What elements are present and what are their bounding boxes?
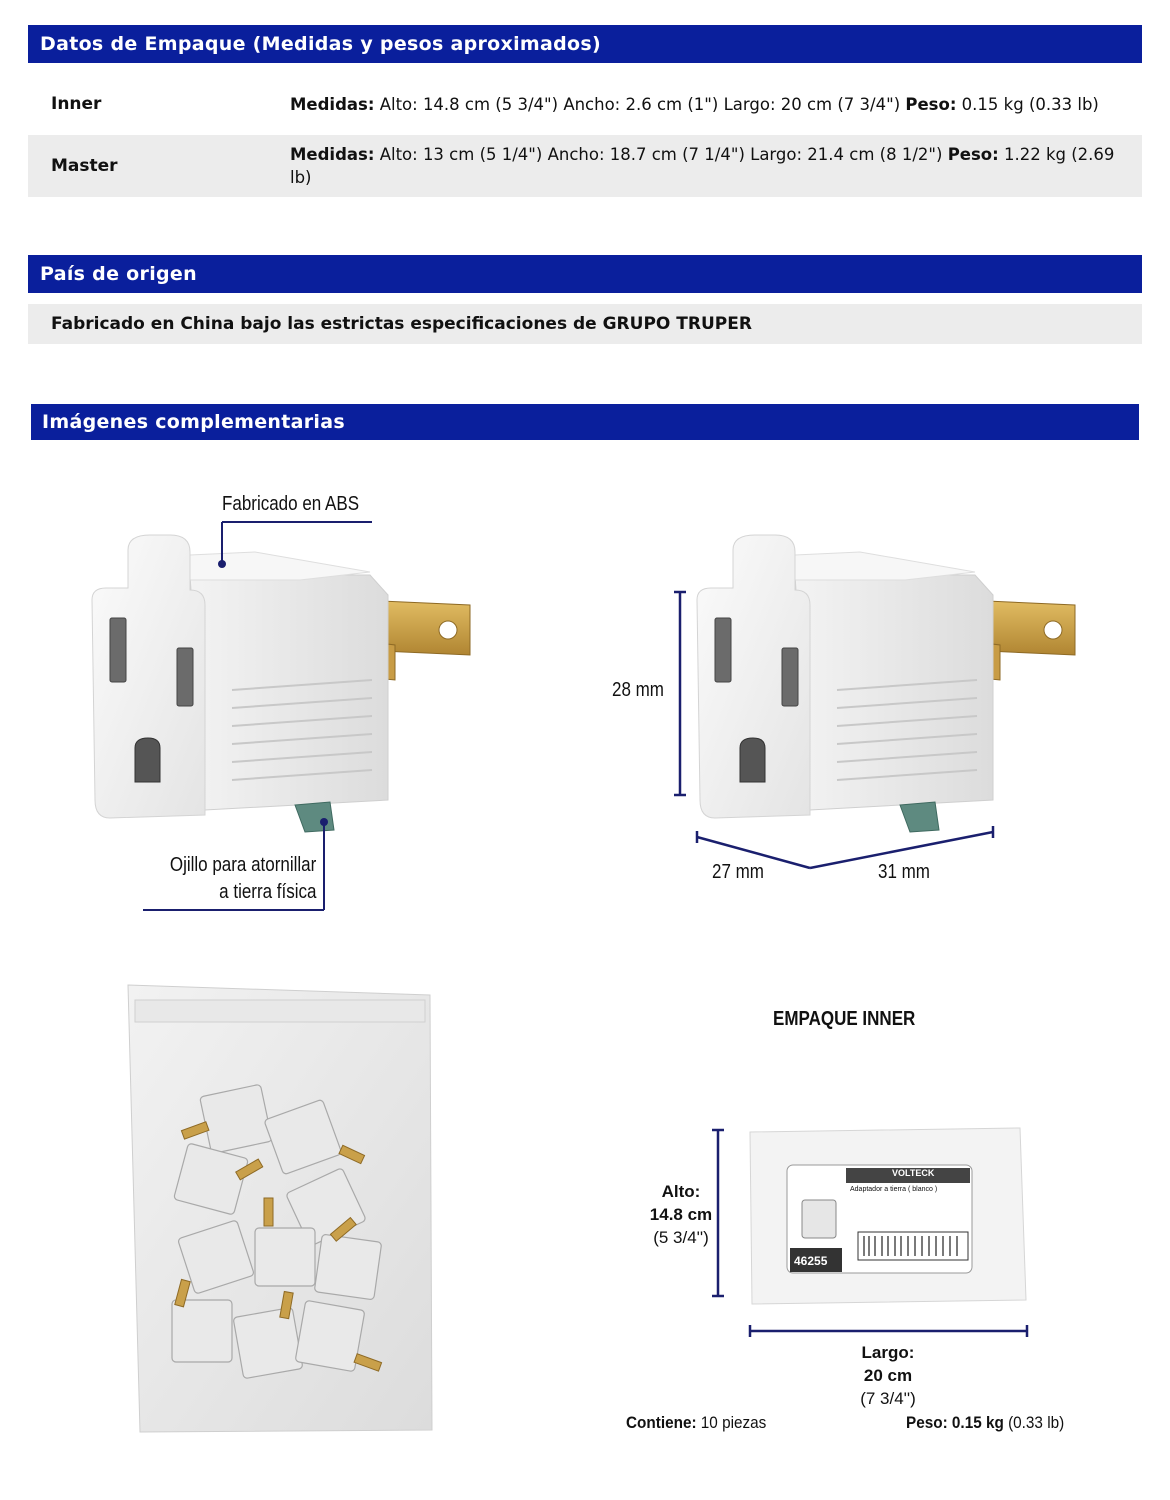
images-section-title: Imágenes complementarias	[42, 411, 345, 433]
alto-value: 14.8 cm	[649, 1205, 713, 1224]
alto-annotation: Alto: 14.8 cm (5 3/4'')	[640, 1180, 722, 1249]
peso-value: 0.15 kg	[951, 1413, 1004, 1432]
figure-adapter-dimensions	[674, 534, 1076, 870]
peso-label: Peso:	[947, 145, 999, 164]
ground-label-line2: a tierra física	[218, 881, 316, 903]
alto-inches: (5 3/4'')	[653, 1228, 709, 1247]
table-row-master: Master Medidas: Alto: 13 cm (5 1/4") Anc…	[28, 135, 1142, 197]
peso-extra: (0.33 lb)	[1003, 1413, 1065, 1432]
largo-value: 20 cm	[863, 1366, 913, 1385]
package-code: 46255	[794, 1254, 828, 1268]
origin-text: Fabricado en China bajo las estrictas es…	[28, 304, 1142, 344]
contiene-label: Contiene:	[626, 1413, 697, 1432]
origin-section-title: País de origen	[40, 263, 197, 285]
medidas-text: Alto: 14.8 cm (5 3/4") Ancho: 2.6 cm (1"…	[374, 94, 906, 114]
medidas-text: Alto: 13 cm (5 1/4") Ancho: 18.7 cm (7 1…	[374, 145, 948, 164]
package-brand: VOLTECK	[892, 1168, 935, 1178]
peso-text: 1.22 kg (2.69 lb)	[290, 145, 1115, 187]
alto-label: Alto:	[661, 1182, 701, 1201]
row-value-master: Medidas: Alto: 13 cm (5 1/4") Ancho: 18.…	[290, 143, 1142, 189]
largo-label: Largo:	[861, 1343, 915, 1362]
inner-package-title: EMPAQUE INNER	[773, 1008, 916, 1030]
largo-inches: (7 3/4'')	[860, 1389, 916, 1408]
table-row-inner: Inner Medidas: Alto: 14.8 cm (5 3/4") An…	[28, 73, 1142, 135]
packaging-section-title: Datos de Empaque (Medidas y pesos aproxi…	[40, 33, 601, 55]
material-label: Fabricado en ABS	[222, 493, 360, 515]
peso-label: Peso:	[905, 94, 957, 114]
peso-annotation: Peso: 0.15 kg (0.33 lb)	[906, 1413, 1064, 1433]
package-product: Adaptador a tierra ( blanco )	[850, 1186, 938, 1193]
row-label-master: Master	[51, 156, 118, 176]
figure-bag-of-adapters	[127, 984, 433, 1433]
peso-text: 0.15 kg (0.33 lb)	[956, 94, 1099, 114]
ground-label-line1: Ojillo para atornillar	[169, 854, 316, 876]
height-dimension-label: 28 mm	[612, 679, 664, 701]
packaging-section-header: Datos de Empaque (Medidas y pesos aproxi…	[28, 25, 1142, 63]
width-dimension-label: 31 mm	[878, 861, 930, 883]
depth-dimension-label: 27 mm	[712, 861, 764, 883]
row-label-inner: Inner	[51, 94, 102, 114]
peso-label: Peso:	[906, 1413, 952, 1432]
origin-section-header: País de origen	[28, 255, 1142, 293]
contiene-value: 10 piezas	[696, 1413, 767, 1432]
contiene-annotation: Contiene: 10 piezas	[626, 1413, 766, 1433]
medidas-label: Medidas:	[290, 94, 375, 114]
images-section-header: Imágenes complementarias	[31, 404, 1139, 440]
row-value-inner: Medidas: Alto: 14.8 cm (5 3/4") Ancho: 2…	[290, 93, 1142, 116]
figure-inner-package	[712, 1127, 1029, 1337]
medidas-label: Medidas:	[290, 145, 375, 164]
figure-adapter-materials	[91, 521, 471, 911]
largo-annotation: Largo: 20 cm (7 3/4'')	[838, 1341, 938, 1410]
